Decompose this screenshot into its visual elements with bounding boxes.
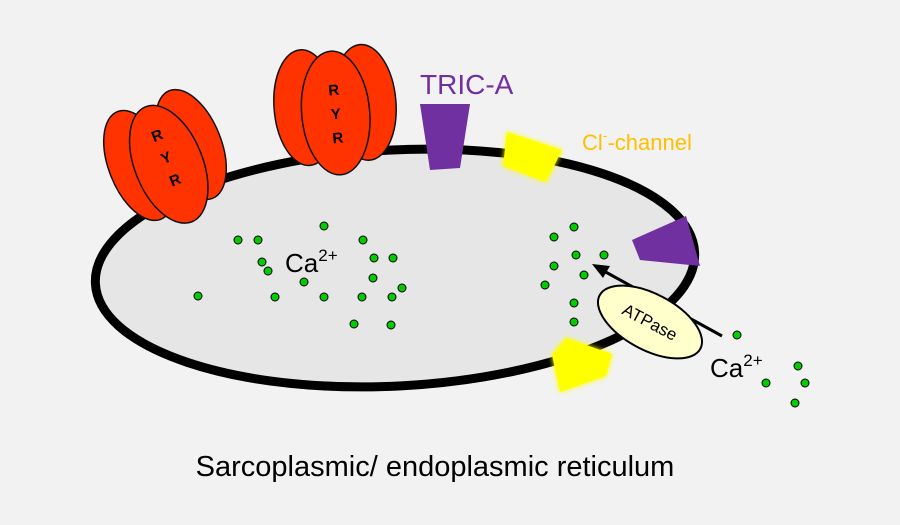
calcium-ion-icon [270,292,280,302]
ryr-letter: R [328,82,340,100]
calcium-ion-icon [388,253,398,263]
calcium-ion-icon [319,292,329,302]
ryr-letter: Y [330,106,341,124]
calcium-ion-icon [357,292,367,302]
tric-a-channel-icon [632,216,700,266]
calcium-ion-icon [549,261,559,271]
ryanodine-receptor-icon: R Y R [102,88,228,224]
ryanodine-receptor-icon: R Y R [273,43,397,176]
calcium-ion-icon [571,250,581,260]
calcium-ion-icon [253,235,263,245]
calcium-ion-icon [732,330,742,340]
calcium-ion-icon [569,298,579,308]
calcium-ion-icon [790,398,800,408]
tric-a-label: TRIC-A [420,69,514,100]
calcium-ion-icon [800,378,810,388]
calcium-ion-icon [369,253,379,263]
calcium-ion-icon [193,291,203,301]
calcium-cytosol-label: Ca2+ [710,351,763,383]
calcium-ion-icon [761,378,771,388]
diagram-caption: Sarcoplasmic/ endoplasmic reticulum [196,451,675,483]
chloride-channel-icon [503,132,562,182]
cl-channel-label: Cl--channel [582,127,692,155]
atpase-pump-icon: ATPase [596,284,704,360]
calcium-ion-icon [263,266,273,276]
calcium-ion-icon [793,361,803,371]
calcium-ion-icon [387,292,397,302]
calcium-ion-icon [569,222,579,232]
calcium-ion-icon [599,250,609,260]
calcium-ion-icon [257,257,267,267]
chloride-channel-icon [552,338,612,392]
calcium-ions [193,221,810,408]
calcium-ion-icon [386,320,396,330]
calcium-ion-icon [397,283,407,293]
calcium-ion-icon [540,280,550,290]
calcium-ion-icon [569,317,579,327]
tric-a-channel-icon [420,104,470,170]
calcium-ion-icon [233,235,243,245]
calcium-ion-icon [349,319,359,329]
calcium-ion-icon [358,235,368,245]
calcium-ion-icon [368,273,378,283]
ryr-letter: R [332,129,344,147]
calcium-ion-icon [579,270,589,280]
calcium-ion-icon [319,221,329,231]
calcium-ion-icon [299,277,309,287]
calcium-lumen-label: Ca2+ [285,246,338,278]
calcium-ion-icon [549,232,559,242]
